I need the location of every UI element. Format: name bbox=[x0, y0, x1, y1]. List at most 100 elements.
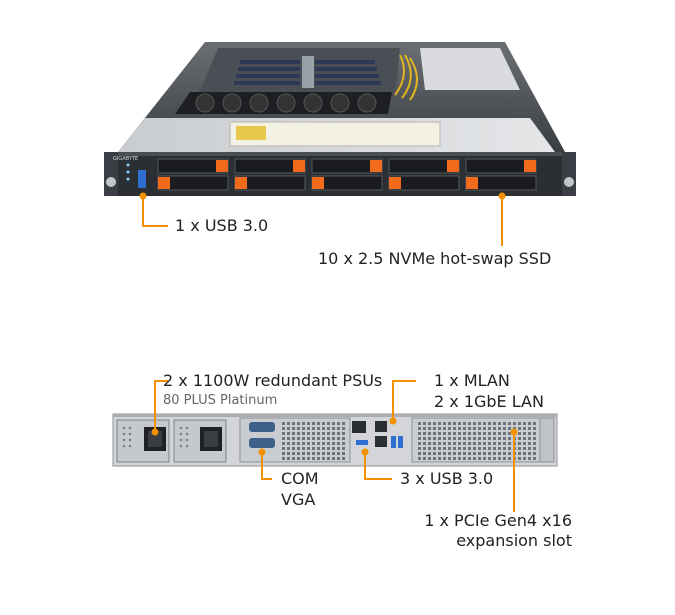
rear-usb-port-2 bbox=[391, 436, 396, 448]
vent-hole bbox=[453, 447, 456, 450]
vent-hole bbox=[518, 452, 521, 455]
vent-hole bbox=[533, 432, 536, 435]
vent-hole bbox=[297, 437, 300, 440]
callout-psu-sub: 80 PLUS Platinum bbox=[163, 393, 278, 408]
vent-hole bbox=[518, 432, 521, 435]
psu-callout-line bbox=[154, 380, 168, 432]
vent-hole bbox=[327, 452, 330, 455]
vent-hole bbox=[418, 427, 421, 430]
vent-hole bbox=[302, 457, 305, 460]
vent-hole bbox=[327, 427, 330, 430]
vent-hole bbox=[312, 427, 315, 430]
vent-hole bbox=[342, 422, 345, 425]
vent-hole bbox=[458, 452, 461, 455]
vent-hole bbox=[342, 457, 345, 460]
drive-bay-latch bbox=[158, 177, 170, 189]
vent-hole bbox=[307, 437, 310, 440]
vent-hole bbox=[523, 437, 526, 440]
psu-bay bbox=[420, 48, 520, 90]
vent-hole bbox=[448, 427, 451, 430]
vent-hole bbox=[508, 427, 511, 430]
vent-hole bbox=[478, 432, 481, 435]
vent-hole bbox=[488, 432, 491, 435]
vent-hole bbox=[458, 457, 461, 460]
vent-hole bbox=[473, 437, 476, 440]
vent-hole bbox=[287, 447, 290, 450]
vent-hole bbox=[493, 437, 496, 440]
vent-hole bbox=[282, 447, 285, 450]
vent-hole bbox=[473, 432, 476, 435]
vent-hole bbox=[528, 422, 531, 425]
vent-hole bbox=[342, 427, 345, 430]
vent-hole bbox=[302, 452, 305, 455]
vent-hole bbox=[498, 457, 501, 460]
vent-hole bbox=[468, 432, 471, 435]
vent-hole bbox=[423, 427, 426, 430]
vent-hole bbox=[478, 447, 481, 450]
vent-hole bbox=[453, 422, 456, 425]
vent-hole bbox=[498, 432, 501, 435]
vent-hole bbox=[488, 422, 491, 425]
vent-hole bbox=[523, 447, 526, 450]
vent-hole bbox=[282, 422, 285, 425]
vent-hole bbox=[322, 422, 325, 425]
vent-hole bbox=[282, 442, 285, 445]
vent-hole bbox=[508, 442, 511, 445]
vent-hole bbox=[448, 447, 451, 450]
vent-hole bbox=[327, 432, 330, 435]
vent-hole bbox=[458, 422, 461, 425]
vent-hole bbox=[448, 432, 451, 435]
vent-hole bbox=[518, 427, 521, 430]
vent-hole bbox=[528, 432, 531, 435]
drive-bay-latch bbox=[216, 160, 228, 172]
vent-hole bbox=[307, 457, 310, 460]
vent-hole bbox=[302, 442, 305, 445]
vent-grid-left bbox=[282, 422, 345, 460]
vent-hole bbox=[337, 452, 340, 455]
vent-hole bbox=[322, 442, 325, 445]
vent-hole bbox=[443, 452, 446, 455]
vent-hole bbox=[528, 447, 531, 450]
vent-hole bbox=[297, 427, 300, 430]
vent-hole bbox=[508, 432, 511, 435]
drive-bay-latch bbox=[312, 177, 324, 189]
vent-hole bbox=[478, 437, 481, 440]
vent-hole bbox=[498, 452, 501, 455]
vent-hole bbox=[317, 427, 320, 430]
vent-hole bbox=[508, 457, 511, 460]
vent-hole bbox=[287, 422, 290, 425]
vent-hole bbox=[423, 442, 426, 445]
vent-hole bbox=[287, 457, 290, 460]
vent-hole bbox=[493, 422, 496, 425]
vent-hole bbox=[463, 427, 466, 430]
vent-hole bbox=[438, 427, 441, 430]
cables bbox=[394, 54, 418, 101]
drive-bay-latch bbox=[370, 160, 382, 172]
vent-hole bbox=[332, 427, 335, 430]
vent-hole bbox=[418, 422, 421, 425]
vent-hole bbox=[322, 432, 325, 435]
vent-hole bbox=[533, 452, 536, 455]
drive-bay-latch bbox=[293, 160, 305, 172]
vent-hole bbox=[448, 437, 451, 440]
vent-hole bbox=[518, 447, 521, 450]
callout-pcie: 1 x PCIe Gen4 x16 bbox=[424, 511, 572, 530]
vent-hole bbox=[453, 427, 456, 430]
vent-hole bbox=[478, 452, 481, 455]
vent-hole bbox=[327, 447, 330, 450]
vent-hole bbox=[297, 432, 300, 435]
vent-hole bbox=[327, 422, 330, 425]
vent-hole bbox=[468, 437, 471, 440]
vent-hole bbox=[433, 442, 436, 445]
vent-hole bbox=[528, 427, 531, 430]
vent-hole bbox=[513, 422, 516, 425]
vent-hole bbox=[478, 422, 481, 425]
vent-hole bbox=[468, 447, 471, 450]
vent-hole bbox=[292, 437, 295, 440]
vent-hole bbox=[533, 442, 536, 445]
vent-hole bbox=[423, 437, 426, 440]
vent-hole bbox=[503, 422, 506, 425]
mlan-callout-line bbox=[392, 380, 416, 421]
